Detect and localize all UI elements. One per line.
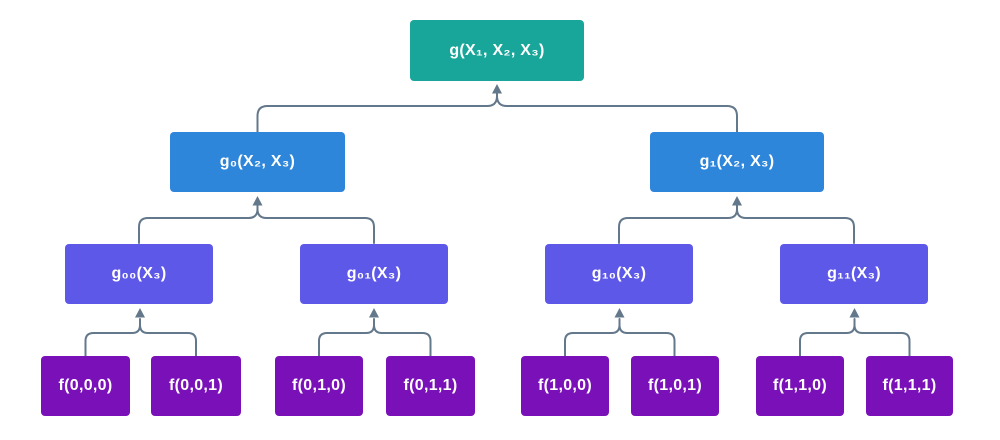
bracket-g11 — [799, 318, 911, 357]
arrowhead-g0 — [252, 196, 263, 206]
arrowhead-g1 — [732, 196, 742, 206]
node-g10: g₁₀(X₃) — [545, 244, 693, 304]
node-f-111: f(1,1,1) — [866, 356, 953, 416]
node-g01: g₀₁(X₃) — [300, 244, 448, 304]
bracket-g1 — [618, 203, 855, 244]
arrowhead-g10 — [614, 308, 625, 318]
arrowhead-g11 — [849, 308, 860, 318]
node-f-101: f(1,0,1) — [631, 356, 719, 416]
node-f-000: f(0,0,0) — [41, 356, 130, 416]
node-g0: g₀(X₂, X₃) — [170, 132, 345, 192]
arrowhead-root — [492, 84, 502, 94]
node-f-010: f(0,1,0) — [275, 356, 363, 416]
bracket-g01 — [318, 318, 432, 357]
node-f-110: f(1,1,0) — [756, 356, 844, 416]
bracket-g0 — [138, 203, 375, 244]
arrowhead-g00 — [135, 308, 145, 318]
node-g1: g₁(X₂, X₃) — [650, 132, 824, 192]
node-f-011: f(0,1,1) — [386, 356, 475, 416]
node-g11: g₁₁(X₃) — [780, 244, 928, 304]
node-g-root: g(X₁, X₂, X₃) — [410, 20, 584, 81]
arrowhead-g01 — [369, 308, 379, 318]
node-f-100: f(1,0,0) — [521, 356, 609, 416]
node-g00: g₀₀(X₃) — [65, 244, 213, 304]
node-f-001: f(0,0,1) — [151, 356, 241, 416]
bracket-root — [256, 91, 738, 133]
bracket-g10 — [564, 318, 676, 357]
bracket-g00 — [84, 318, 197, 357]
